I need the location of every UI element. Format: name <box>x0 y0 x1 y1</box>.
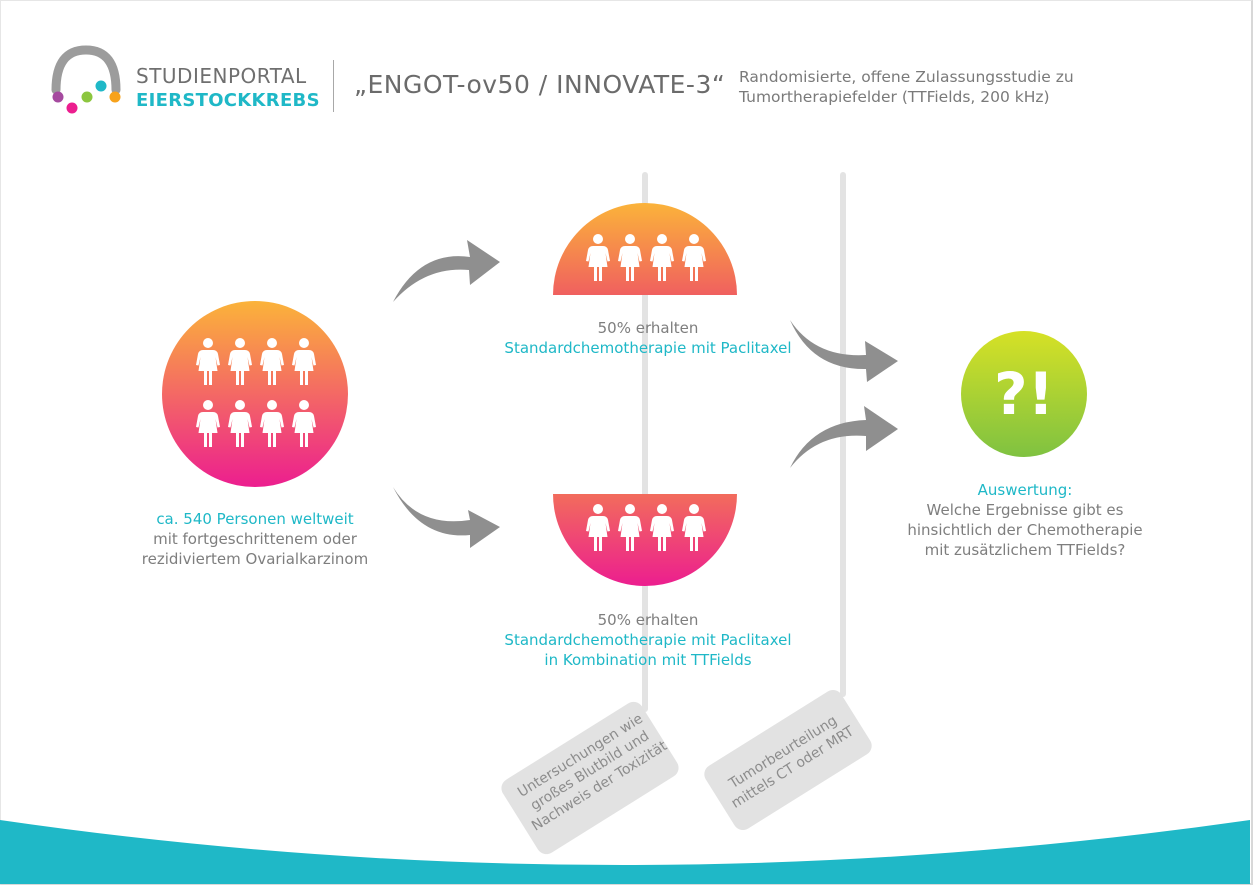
result-line: mit zusätzlichem TTFields? <box>924 541 1126 559</box>
study-subtitle: Randomisierte, offene Zulassungsstudie z… <box>739 68 1074 86</box>
result-circle <box>961 331 1087 457</box>
result-symbol: ?! <box>994 360 1054 428</box>
arm1-description: 50% erhalten Standardchemotherapie mit P… <box>498 318 798 358</box>
footer-wave <box>0 820 1250 884</box>
population-line: ca. 540 Personen weltweit <box>156 510 354 528</box>
curved-arrow-icon <box>790 406 898 468</box>
result-heading: Auswertung: <box>977 481 1073 499</box>
population-line: rezidiviertem Ovarialkarzinom <box>141 550 369 568</box>
arm2-line: in Kombination mit TTFields <box>544 651 752 669</box>
tag-tumor <box>704 690 872 830</box>
result-line: Welche Ergebnisse gibt es <box>926 501 1124 519</box>
header-divider <box>333 60 334 112</box>
logo-line2: EIERSTOCKKREBS <box>136 90 320 111</box>
study-title: „ENGOT-ov50 / INNOVATE-3“ <box>354 70 726 99</box>
study-subtitle: Tumortherapiefelder (TTFields, 200 kHz) <box>739 88 1050 106</box>
curved-arrow-icon <box>790 320 898 382</box>
arm1-half-circle <box>553 203 737 295</box>
population-line: mit fortgeschrittenem oder <box>153 530 357 548</box>
tag-exams <box>501 701 679 855</box>
curved-arrow-icon <box>393 240 500 302</box>
result-line: hinsichtlich der Chemotherapie <box>907 521 1143 539</box>
population-description: ca. 540 Personen weltweit mit fortgeschr… <box>130 509 380 569</box>
logo-line1: STUDIENPORTAL <box>136 64 307 88</box>
arm1-line: 50% erhalten <box>597 319 699 337</box>
arm2-line: Standardchemotherapie mit Paclitaxel <box>504 631 792 649</box>
arm2-line: 50% erhalten <box>597 611 699 629</box>
population-circle <box>162 301 348 487</box>
arm2-half-circle <box>553 494 737 586</box>
arm1-line: Standardchemotherapie mit Paclitaxel <box>504 339 792 357</box>
logo-arc-dots-icon <box>51 45 121 114</box>
curved-arrow-icon <box>393 487 500 548</box>
result-description: Auswertung: Welche Ergebnisse gibt es hi… <box>905 480 1145 560</box>
arm2-description: 50% erhalten Standardchemotherapie mit P… <box>498 610 798 670</box>
